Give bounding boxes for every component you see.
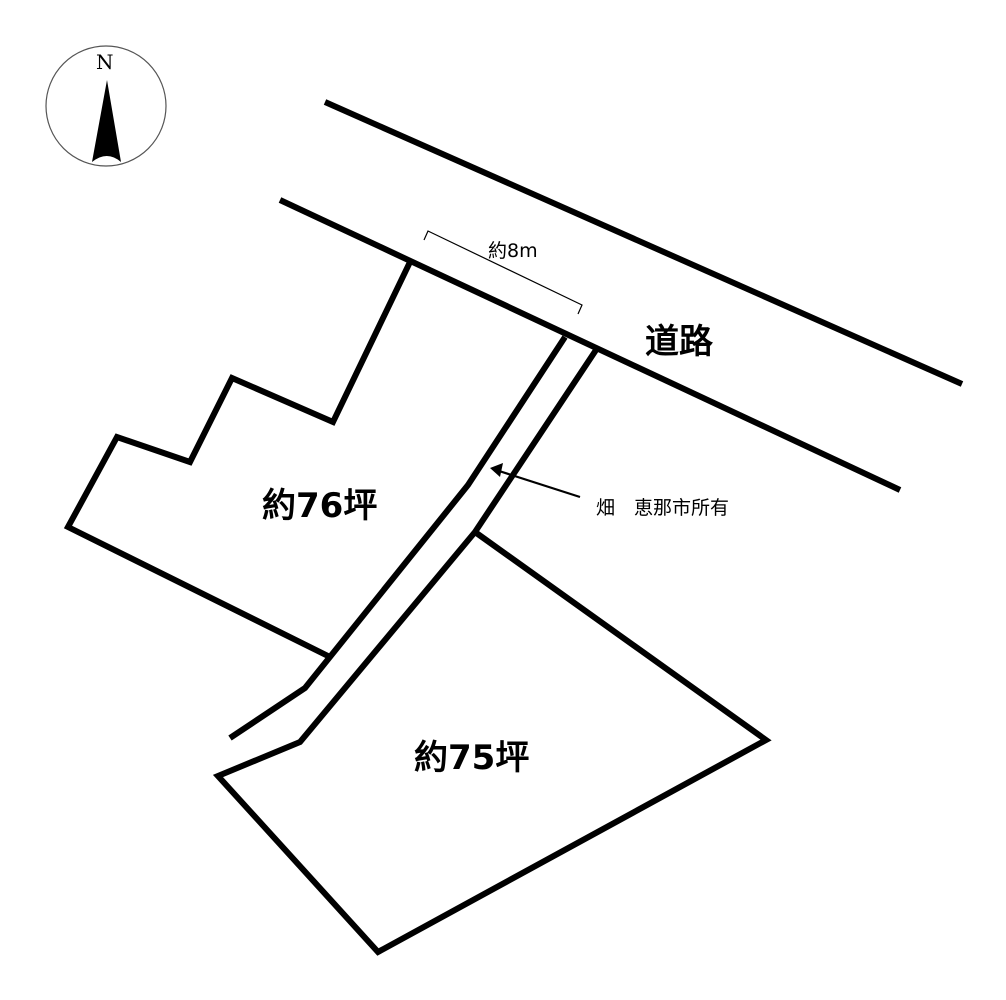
road-edge-south	[278, 197, 902, 493]
plot-75-boundary	[212, 348, 772, 956]
compass-circle	[45, 45, 167, 167]
frontage-dimension	[423, 230, 583, 315]
strip-ownership-note: 畑 恵那市所有	[596, 497, 730, 519]
plot-76-boundary	[63, 260, 413, 659]
plot-lower-area-label: 約75坪	[414, 738, 530, 778]
frontage-label: 約8m	[488, 240, 538, 262]
road-label: 道路	[645, 322, 713, 362]
strip-boundary-west	[228, 335, 568, 741]
road-edge-north	[323, 99, 964, 387]
north-arrow-icon	[92, 80, 121, 162]
compass-north-label: N	[96, 50, 114, 74]
compass	[45, 45, 167, 167]
strip-pointer-arrow	[490, 463, 581, 499]
plot-upper-area-label: 約76坪	[262, 486, 378, 526]
